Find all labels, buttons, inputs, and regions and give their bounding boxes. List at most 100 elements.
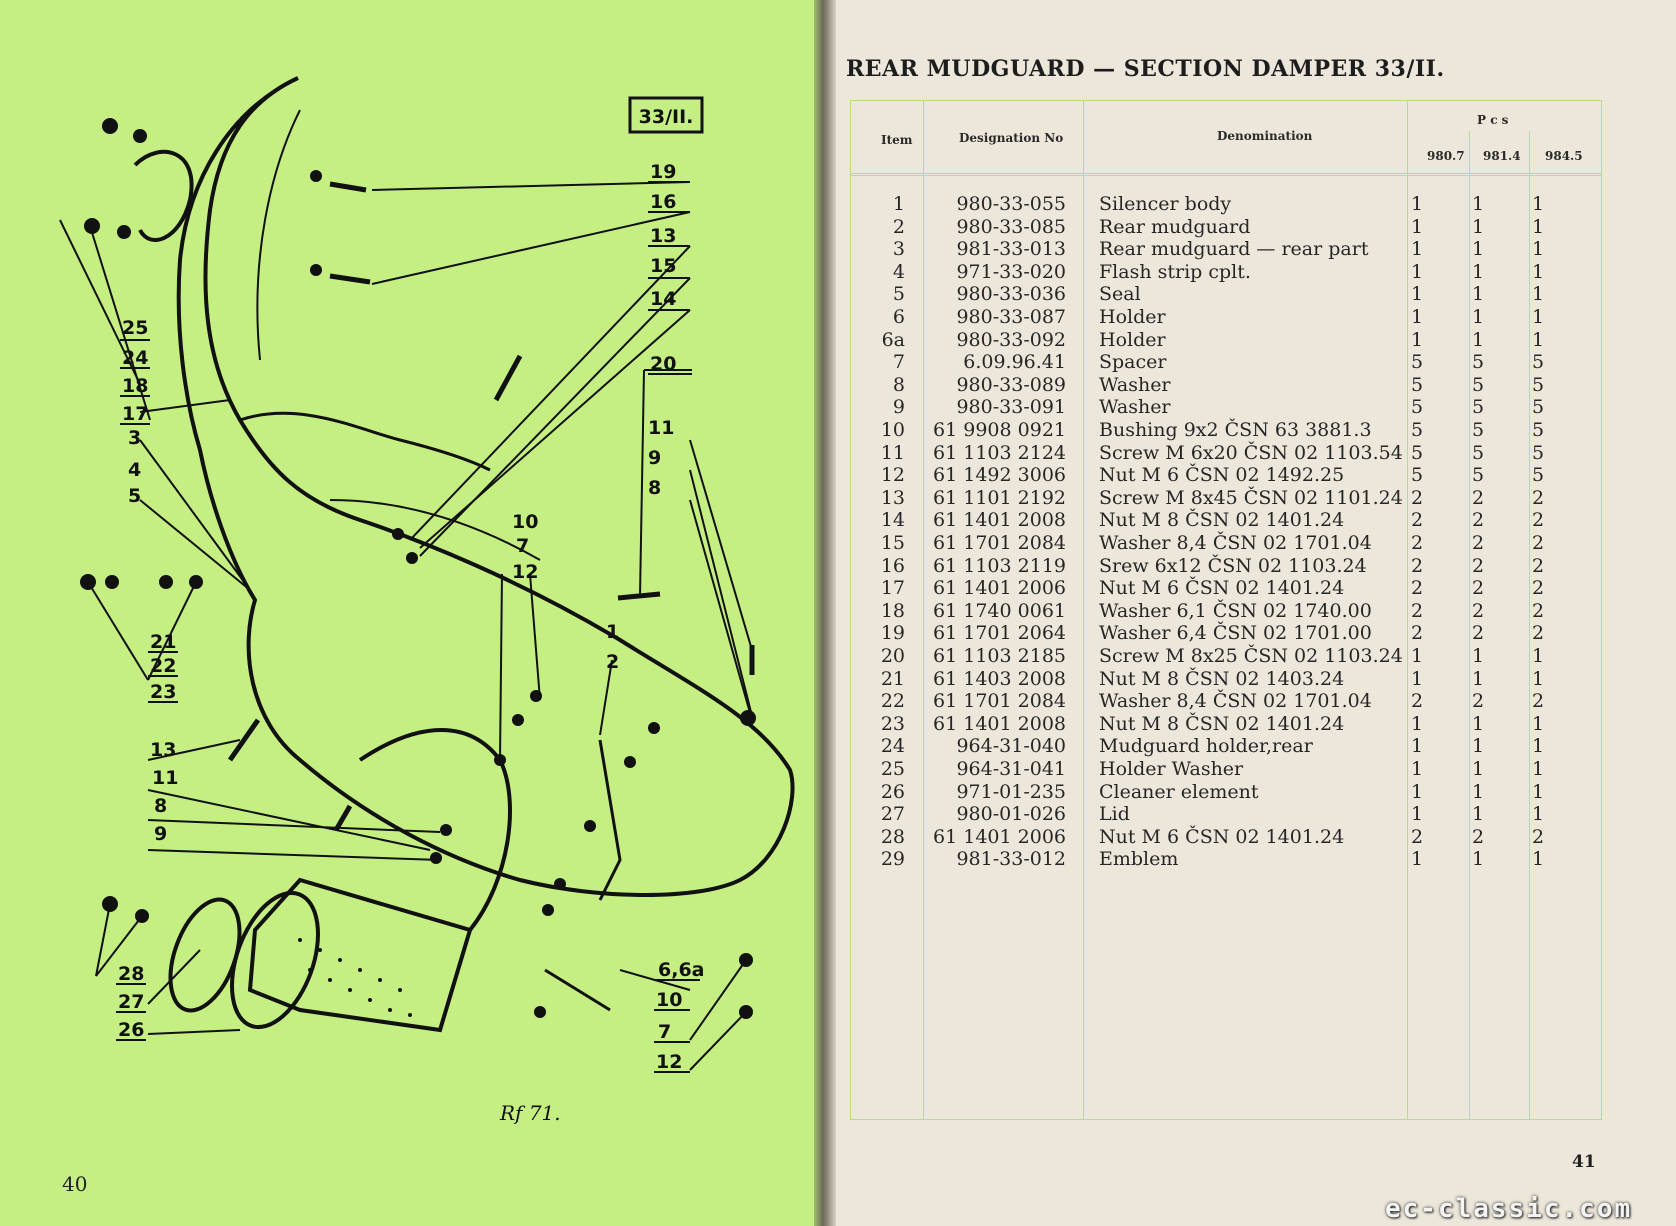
pcs-cell: 5 xyxy=(1471,396,1485,419)
pcs-cell: 5 xyxy=(1531,373,1545,396)
pcs-cell: 5 xyxy=(1410,373,1424,396)
designation-cell: 964-31-040 xyxy=(956,735,1066,758)
pcs-cell: 2 xyxy=(1531,622,1545,645)
pcs-cell: 2 xyxy=(1410,486,1424,509)
item-cell: 23 xyxy=(880,712,905,735)
denomination-cell: Washer xyxy=(1099,373,1171,396)
callout-label: 24 xyxy=(122,347,148,369)
denomination-cell: Holder xyxy=(1099,306,1166,328)
pcs-cell: 5 xyxy=(1471,441,1485,464)
pcs-cell: 5 xyxy=(1471,464,1485,487)
pcs-cell: 5 xyxy=(1471,419,1485,441)
right-page xyxy=(836,0,1676,1226)
designation-cell: 61 1103 2119 xyxy=(933,554,1066,577)
table-row: 11 61 1103 2124 Screw M 6x20 ČSN 02 1103.5… xyxy=(851,442,1601,464)
pcs-cell: 1 xyxy=(1410,758,1424,780)
callout-label: 15 xyxy=(650,255,676,277)
designation-cell: 980-33-055 xyxy=(956,193,1066,215)
pcs-cell: 1 xyxy=(1531,193,1545,215)
pcs-cell: 1 xyxy=(1531,780,1545,803)
designation-cell: 61 1740 0061 xyxy=(933,599,1066,622)
callout-label: 12 xyxy=(656,1051,682,1073)
denomination-cell: Cleaner element xyxy=(1099,780,1259,803)
bolts xyxy=(227,181,755,832)
pcs-cell: 5 xyxy=(1471,351,1485,374)
callout-label: 13 xyxy=(150,739,176,761)
header-model-1: 980.7 xyxy=(1427,149,1465,163)
designation-cell: 971-01-235 xyxy=(956,780,1066,803)
callout-label: 17 xyxy=(122,403,148,425)
header-model-3: 984.5 xyxy=(1545,149,1583,163)
designation-cell: 980-33-089 xyxy=(956,373,1066,396)
designation-cell: 61 1701 2084 xyxy=(933,690,1066,713)
designation-cell: 971-33-020 xyxy=(956,260,1066,283)
item-cell: 2 xyxy=(892,215,905,238)
pcs-cell: 5 xyxy=(1531,351,1545,374)
pcs-cell: 2 xyxy=(1531,486,1545,509)
pcs-cell: 5 xyxy=(1410,419,1424,441)
pcs-cell: 1 xyxy=(1471,848,1485,871)
designation-cell: 61 1492 3006 xyxy=(933,464,1066,487)
designation-cell: 61 1403 2008 xyxy=(933,667,1066,690)
callout-label: 10 xyxy=(656,989,682,1011)
pcs-cell: 1 xyxy=(1410,735,1424,758)
designation-cell: 61 1401 2008 xyxy=(933,712,1066,735)
pcs-cell: 2 xyxy=(1531,577,1545,600)
pcs-cell: 1 xyxy=(1410,848,1424,871)
item-cell: 20 xyxy=(880,645,905,667)
pcs-cell: 2 xyxy=(1471,532,1485,554)
denomination-cell: Screw M 6x20 ČSN 02 1103.54 xyxy=(1099,441,1403,464)
callout-label: 11 xyxy=(152,767,178,789)
pcs-cell: 2 xyxy=(1410,554,1424,577)
item-cell: 4 xyxy=(892,260,905,283)
designation-cell: 61 9908 0921 xyxy=(933,419,1066,441)
denomination-cell: Nut M 6 ČSN 02 1401.24 xyxy=(1099,577,1345,600)
pcs-cell: 2 xyxy=(1531,554,1545,577)
pcs-cell: 1 xyxy=(1531,215,1545,238)
item-cell: 16 xyxy=(880,554,905,577)
pcs-cell: 2 xyxy=(1410,509,1424,532)
item-cell: 22 xyxy=(880,690,905,713)
pcs-cell: 1 xyxy=(1410,306,1424,328)
column-rule xyxy=(1407,101,1408,1119)
denomination-cell: Screw M 8x25 ČSN 02 1103.24 xyxy=(1099,645,1403,667)
denomination-cell: Srew 6x12 ČSN 02 1103.24 xyxy=(1099,554,1367,577)
item-cell: 11 xyxy=(880,441,905,464)
mudguard-drawing xyxy=(133,76,795,897)
designation-cell: 61 1103 2124 xyxy=(933,441,1066,464)
pcs-cell: 2 xyxy=(1410,599,1424,622)
column-rule xyxy=(1529,131,1530,1119)
item-cell: 15 xyxy=(880,532,905,554)
item-cell: 26 xyxy=(880,780,905,803)
denomination-cell: Bushing 9x2 ČSN 63 3881.3 xyxy=(1099,419,1372,441)
callout-label: 14 xyxy=(650,288,676,310)
callout-labels: 19 16 13 15 14 25 24 18 17 3 4 5 20 11 9… xyxy=(118,161,704,1073)
pcs-cell: 1 xyxy=(1410,238,1424,261)
pcs-cell: 5 xyxy=(1531,419,1545,441)
item-cell: 19 xyxy=(880,622,905,645)
callout-label: 22 xyxy=(150,655,176,677)
pcs-cell: 2 xyxy=(1410,622,1424,645)
designation-cell: 61 1401 2008 xyxy=(933,509,1066,532)
item-cell: 8 xyxy=(892,373,905,396)
header-designation: Designation No xyxy=(959,131,1064,145)
denomination-cell: Mudguard holder,rear xyxy=(1099,735,1313,758)
pcs-cell: 1 xyxy=(1471,306,1485,328)
designation-cell: 980-01-026 xyxy=(956,803,1066,826)
callout-label: 3 xyxy=(128,427,141,449)
pcs-cell: 2 xyxy=(1471,509,1485,532)
item-cell: 5 xyxy=(892,283,905,306)
pcs-cell: 5 xyxy=(1531,441,1545,464)
header-denomination: Denomination xyxy=(1217,129,1313,143)
designation-cell: 61 1701 2084 xyxy=(933,532,1066,554)
page-number-right: 41 xyxy=(1572,1152,1596,1172)
pcs-cell: 5 xyxy=(1410,464,1424,487)
